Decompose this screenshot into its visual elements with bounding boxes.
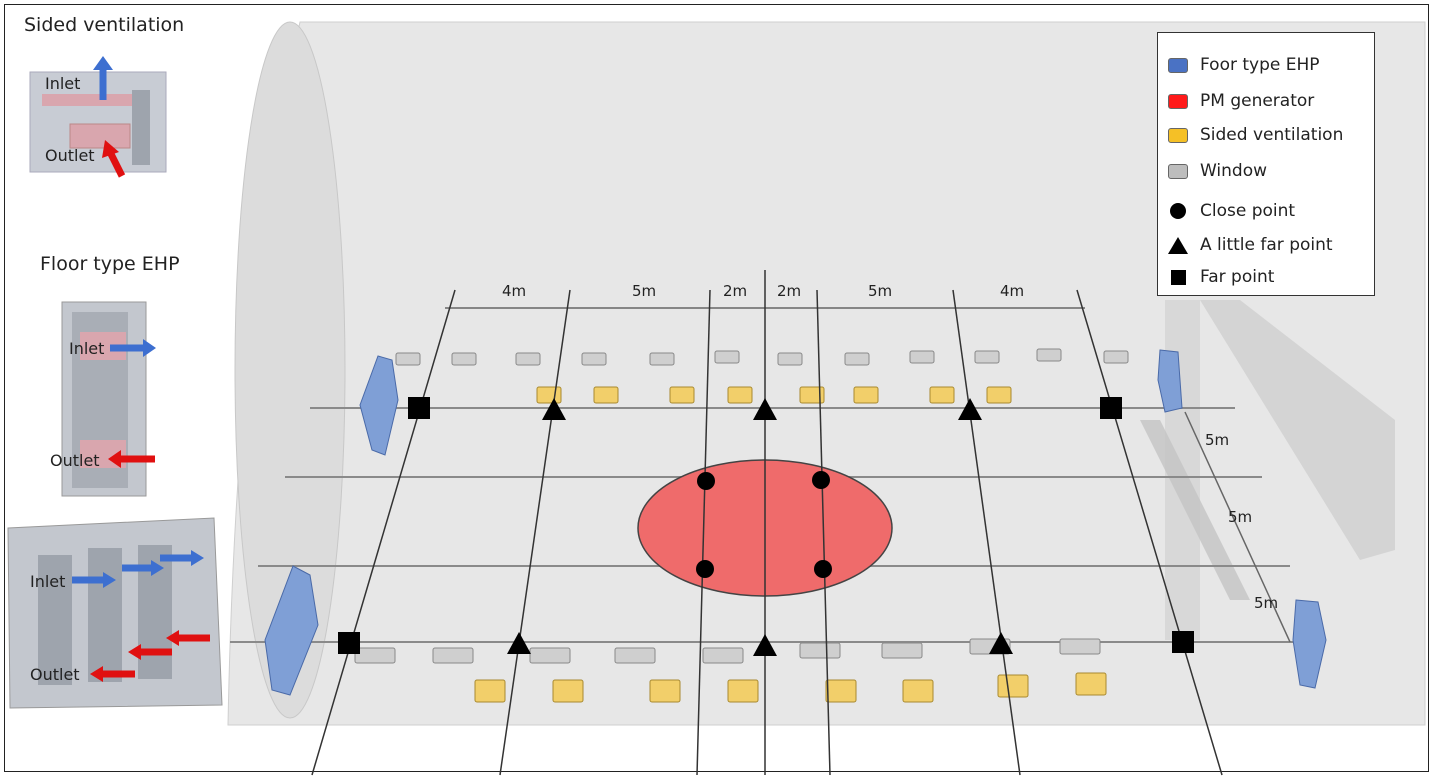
room-shell xyxy=(227,21,1426,726)
right-window-panel xyxy=(1140,420,1250,600)
inset-floor-ehp xyxy=(61,301,156,497)
cylinder-end xyxy=(234,21,346,719)
legend-item-far-point: Far point xyxy=(1168,265,1274,289)
ehp-swatch-icon xyxy=(1168,57,1188,73)
sided-ventilation-outlet-label: Outlet xyxy=(45,146,95,165)
legend-item-ehp: Foor type EHP xyxy=(1168,53,1320,77)
far-point xyxy=(1172,631,1194,653)
ehp-units xyxy=(264,349,1327,696)
floor-ehp-3d-outlet-label: Outlet xyxy=(30,665,80,684)
inset-floor-ehp-3d xyxy=(7,517,223,709)
legend-label: Far point xyxy=(1200,267,1275,287)
vents-top xyxy=(536,386,1012,404)
windows-top xyxy=(395,348,1129,366)
little-far-point xyxy=(989,632,1013,654)
markers xyxy=(338,397,1194,656)
floor-ehp-outlet-label: Outlet xyxy=(50,451,100,470)
floor-ehp-title: Floor type EHP xyxy=(40,253,180,275)
close-point xyxy=(814,560,832,578)
dim-right-3: 5m xyxy=(1254,594,1279,612)
little-far-point xyxy=(958,398,982,420)
legend-label: Window xyxy=(1200,161,1268,181)
dim-right-2: 5m xyxy=(1228,508,1253,526)
square-icon xyxy=(1168,269,1188,285)
dim-top-3: 2m xyxy=(723,282,748,300)
pm-swatch-icon xyxy=(1168,93,1188,109)
close-point xyxy=(812,471,830,489)
far-point xyxy=(408,397,430,419)
legend-item-close-point: Close point xyxy=(1168,199,1295,223)
legend-label: Close point xyxy=(1200,201,1296,221)
little-far-point xyxy=(542,398,566,420)
triangle-icon xyxy=(1168,236,1188,254)
legend-item-pm-generator: PM generator xyxy=(1168,89,1314,113)
vent-swatch-icon xyxy=(1168,127,1188,143)
sided-ventilation-inlet-label: Inlet xyxy=(45,74,81,93)
close-point xyxy=(697,472,715,490)
perspective-lines xyxy=(311,270,1223,776)
floor-ehp-inlet-label: Inlet xyxy=(69,339,105,358)
dim-top-1: 4m xyxy=(502,282,527,300)
dim-top-2: 5m xyxy=(632,282,657,300)
legend-item-sided-ventilation: Sided ventilation xyxy=(1168,123,1343,147)
legend-label: Foor type EHP xyxy=(1200,55,1320,75)
legend-label: A little far point xyxy=(1200,235,1333,255)
inset-sided-ventilation xyxy=(29,56,167,178)
legend-label: Sided ventilation xyxy=(1200,125,1344,145)
circle-icon xyxy=(1168,203,1188,219)
window-swatch-icon xyxy=(1168,163,1188,179)
little-far-point xyxy=(507,632,531,654)
far-point xyxy=(338,632,360,654)
far-point xyxy=(1100,397,1122,419)
right-panel xyxy=(1200,300,1395,560)
sided-ventilation-title: Sided ventilation xyxy=(24,14,185,36)
floor-ehp-3d-inlet-label: Inlet xyxy=(30,572,66,591)
little-far-point xyxy=(753,634,777,656)
little-far-point xyxy=(753,398,777,420)
legend-label: PM generator xyxy=(1200,91,1315,111)
dim-top-4: 2m xyxy=(777,282,802,300)
legend: Foor type EHP PM generator Sided ventila… xyxy=(1157,32,1375,296)
vents-bottom xyxy=(474,672,1107,703)
close-point xyxy=(696,560,714,578)
legend-item-little-far-point: A little far point xyxy=(1168,233,1333,257)
dim-top-5: 5m xyxy=(868,282,893,300)
legend-item-window: Window xyxy=(1168,159,1267,183)
windows-bottom xyxy=(354,638,1101,664)
right-dimension-line xyxy=(1184,411,1291,643)
dim-right-1: 5m xyxy=(1205,431,1230,449)
dim-top-6: 4m xyxy=(1000,282,1025,300)
